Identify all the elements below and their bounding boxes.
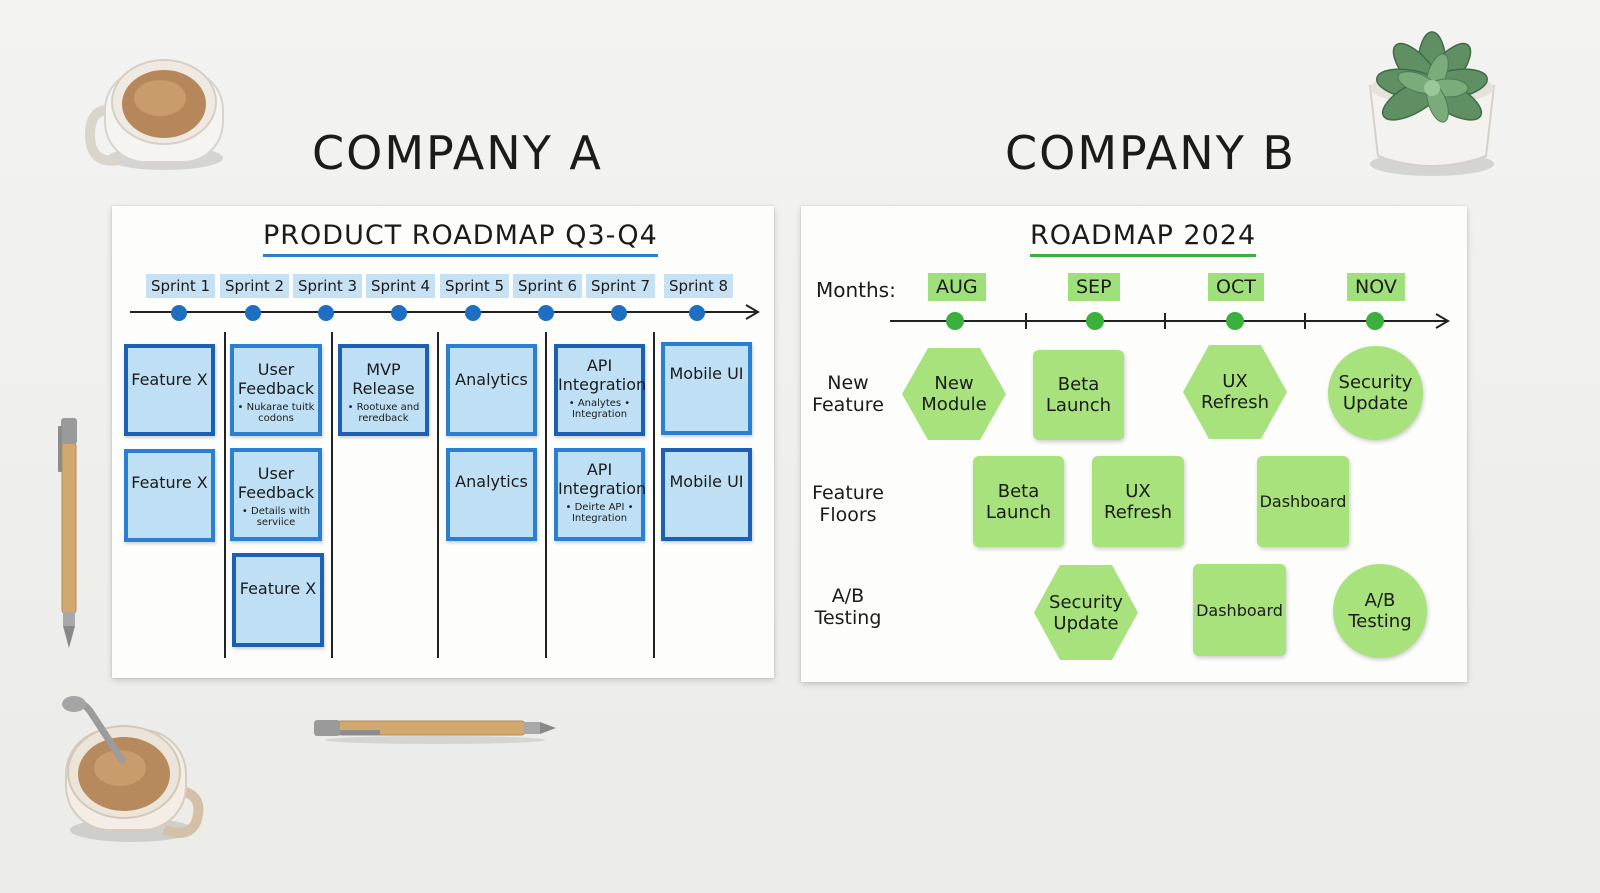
month-dot (1086, 312, 1104, 330)
timeline-tick (1025, 313, 1027, 329)
sticky-note-analytics: Analytics (446, 448, 537, 541)
sprint-label-8: Sprint 8 (664, 274, 734, 298)
sticky-note-dashboard: Dashboard (1257, 456, 1349, 547)
timeline-tick (1304, 313, 1306, 329)
row-label-ab-testing: A/B Testing (814, 585, 882, 629)
sticky-note-ab-testing: A/B Testing (1333, 564, 1427, 658)
sprint-label-6: Sprint 6 (513, 274, 583, 298)
sprint-dot (465, 305, 481, 321)
sprint-dot (318, 305, 334, 321)
sprint-label-4: Sprint 4 (366, 274, 436, 298)
sprint-label-7: Sprint 7 (586, 274, 656, 298)
company-a-title: COMPANY A (312, 126, 603, 180)
month-label-nov: NOV (1347, 273, 1405, 301)
row-label-feature-floors: Feature Floors (812, 482, 884, 526)
sticky-note-mobile-ui: Mobile UI (661, 342, 752, 435)
column-divider (331, 332, 333, 658)
note-title: Analytics (455, 472, 528, 491)
note-title: Analytics (455, 370, 528, 389)
note-title: Feature X (131, 473, 208, 492)
sprint-label-2: Sprint 2 (220, 274, 290, 298)
sticky-note-ux-refresh: UX Refresh (1183, 345, 1287, 439)
sprint-dot (538, 305, 554, 321)
note-subtext: • Nukarae tuitk codons (237, 402, 315, 424)
sticky-note-mobile-ui: Mobile UI (661, 448, 752, 541)
sprint-label-1: Sprint 1 (146, 274, 216, 298)
note-title: API Integration (558, 356, 647, 394)
succulent-plant (1368, 31, 1496, 176)
note-title: Mobile UI (669, 364, 744, 383)
month-dot (1226, 312, 1244, 330)
months-label: Months: (816, 278, 896, 302)
row-label-new-feature: New Feature (812, 372, 884, 416)
month-dot (946, 312, 964, 330)
sticky-note-api-integration: API Integration • Deirte API • Integrati… (554, 448, 647, 541)
sprint-dot (689, 305, 705, 321)
note-subtext: • Rootuxe and reredback (347, 402, 420, 424)
sticky-note-beta-launch: Beta Launch (1033, 350, 1124, 440)
company-a-board-title: PRODUCT ROADMAP Q3-Q4 (263, 220, 658, 257)
sticky-note-user-feedback: User Feedback • Nukarae tuitk codons (230, 344, 322, 436)
column-divider (545, 332, 547, 658)
note-title: Mobile UI (669, 472, 744, 491)
month-label-oct: OCT (1208, 273, 1264, 301)
sticky-note-feature-x: Feature X (232, 553, 324, 647)
sprint-timeline-arrow (130, 304, 760, 320)
sticky-note-mvp-release: MVP Release • Rootuxe and reredback (338, 344, 429, 436)
note-subtext: • Analytes • Integration (568, 398, 631, 420)
sticky-note-feature-x: Feature X (124, 344, 215, 436)
coffee-cup-bottom-left (62, 696, 204, 842)
sticky-note-dashboard: Dashboard (1193, 564, 1286, 656)
note-title: Feature X (131, 370, 208, 389)
sticky-note-beta-launch: Beta Launch (973, 456, 1064, 547)
note-title: User Feedback (237, 464, 315, 502)
pen-horizontal (314, 720, 556, 744)
note-title: User Feedback (237, 360, 315, 398)
sticky-note-ux-refresh: UX Refresh (1092, 456, 1184, 547)
sticky-note-security-update: Security Update (1034, 565, 1138, 660)
sticky-note-analytics: Analytics (446, 344, 537, 436)
month-label-aug: AUG (928, 273, 986, 301)
timeline-tick (1164, 313, 1166, 329)
month-timeline-arrow (890, 313, 1450, 329)
sprint-dot (245, 305, 261, 321)
column-divider (224, 332, 226, 658)
sticky-note-feature-x: Feature X (124, 449, 215, 542)
sticky-note-security-update: Security Update (1328, 346, 1423, 440)
column-divider (437, 332, 439, 658)
sticky-note-api-integration: API Integration • Analytes • Integration (554, 344, 647, 436)
column-divider (653, 332, 655, 658)
month-dot (1366, 312, 1384, 330)
note-subtext: • Deirte API • Integration (565, 502, 634, 524)
month-label-sep: SEP (1068, 273, 1120, 301)
sprint-dot (391, 305, 407, 321)
sprint-dot (611, 305, 627, 321)
coffee-cup-top-left (84, 59, 224, 170)
sprint-label-5: Sprint 5 (440, 274, 510, 298)
note-title: API Integration (558, 460, 647, 498)
sprint-dot (171, 305, 187, 321)
company-b-title: COMPANY B (1005, 126, 1296, 180)
note-title: Feature X (239, 579, 317, 598)
note-title: MVP Release (352, 360, 415, 398)
pen-vertical (58, 418, 77, 648)
company-b-board-title: ROADMAP 2024 (1030, 220, 1257, 257)
sprint-label-3: Sprint 3 (293, 274, 363, 298)
sticky-note-user-feedback: User Feedback • Details with serviice (230, 448, 322, 541)
note-subtext: • Details with serviice (241, 506, 311, 528)
